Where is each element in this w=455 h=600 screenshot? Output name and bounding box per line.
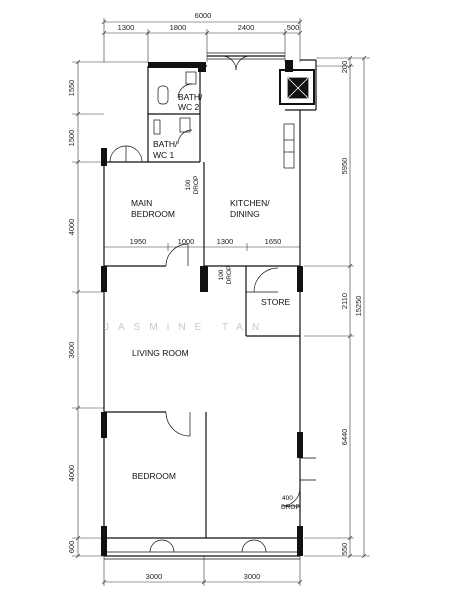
dim-left-4: 3600: [67, 342, 76, 359]
fixtures: [153, 71, 295, 169]
watermark: JASMINE TAN: [104, 322, 268, 333]
walls: [103, 55, 317, 557]
dim-top-total: 6000: [195, 11, 212, 20]
dim-right-1: 200: [340, 61, 349, 74]
dim-mid-4: 1650: [265, 237, 282, 246]
main-bedroom-label-1: MAIN: [131, 198, 152, 208]
dim-left-5: 4000: [67, 465, 76, 482]
dim-right-2: 5950: [340, 158, 349, 175]
drop1-value: 100: [185, 179, 192, 190]
dim-top-2: 1800: [170, 23, 187, 32]
dim-right-4: 6440: [340, 429, 349, 446]
dim-mid-3: 1300: [217, 237, 234, 246]
dim-right-5: 550: [340, 543, 349, 556]
right-dimensions: [304, 55, 370, 559]
service-shaft: [287, 77, 309, 99]
dim-top-3: 2400: [238, 23, 255, 32]
kitchen-label-1: KITCHEN/: [230, 198, 270, 208]
bath1-label-1: BATH/: [153, 139, 178, 149]
drop2-label: DROP: [226, 266, 233, 285]
dim-right-3: 2110: [340, 293, 349, 309]
dim-left-3: 4000: [67, 219, 76, 236]
top-dimensions: [101, 18, 303, 62]
dim-top-4: 500: [287, 23, 300, 32]
dim-left-6: 600: [67, 541, 76, 554]
main-bedroom-label-2: BEDROOM: [131, 209, 175, 219]
drop3-value: 400: [282, 495, 293, 502]
bath2-label-2: WC 2: [178, 102, 200, 112]
dim-left-2: 1500: [67, 130, 76, 147]
windows: [104, 52, 316, 560]
store-label: STORE: [261, 297, 290, 307]
drop3-label: DROP: [281, 504, 300, 511]
kitchen-label-2: DINING: [230, 209, 260, 219]
drop2-value: 100: [218, 269, 225, 280]
dim-bottom-1: 3000: [146, 572, 163, 581]
bedroom-label: BEDROOM: [132, 471, 176, 481]
columns: [101, 60, 315, 556]
bottom-dimensions: [101, 556, 303, 586]
dim-left-1: 1550: [67, 80, 76, 97]
dim-mid-2: 1000: [178, 237, 195, 246]
dim-right-total: 15250: [354, 296, 363, 317]
dim-top-1: 1300: [118, 23, 135, 32]
bath2-label-1: BATH/: [178, 92, 203, 102]
living-room-label: LIVING ROOM: [132, 348, 189, 358]
dim-mid-1: 1950: [130, 237, 147, 246]
left-dimensions: [72, 59, 148, 559]
dim-bottom-2: 3000: [244, 572, 261, 581]
drop1-label: DROP: [193, 176, 200, 195]
bath1-label-2: WC 1: [153, 150, 175, 160]
